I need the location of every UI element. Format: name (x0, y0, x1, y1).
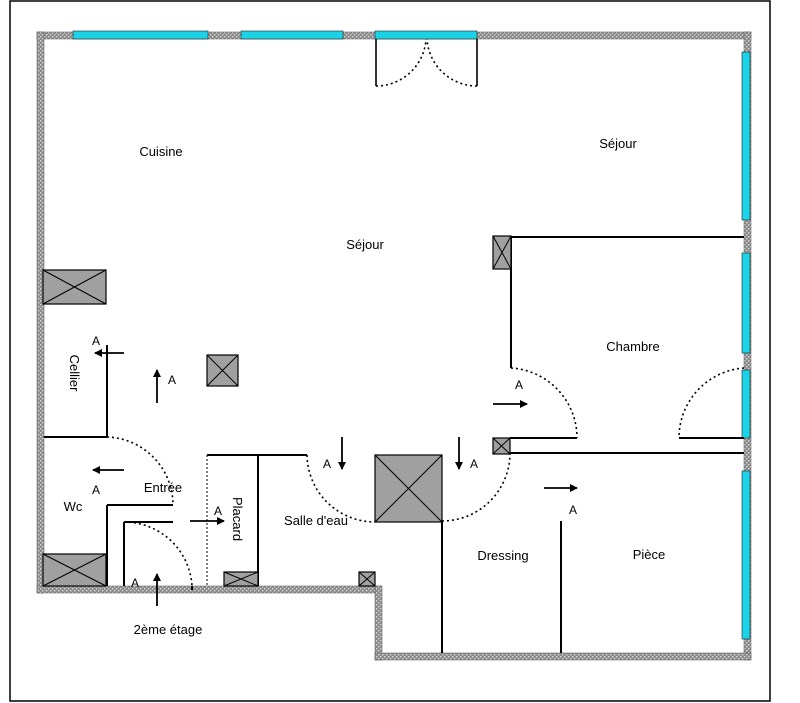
room-label-sejour-center: Séjour (346, 237, 384, 252)
window-right-3 (741, 369, 751, 439)
page-frame (9, 0, 771, 702)
window-top-1 (72, 30, 209, 40)
room-label-salle-eau: Salle d'eau (284, 513, 348, 528)
duct-salle-eau (374, 454, 443, 523)
room-label-entree: Entrée (144, 480, 182, 495)
room-label-piece: Pièce (633, 547, 666, 562)
marker-a-entrance: A (131, 576, 139, 590)
room-label-cuisine: Cuisine (139, 144, 182, 159)
marker-a-salle-eau-left: A (323, 457, 331, 471)
a-markers: A A A A A A A A A (92, 334, 577, 590)
room-label-placard: Placard (230, 497, 245, 541)
window-right-1 (741, 51, 751, 221)
window-top-3 (374, 30, 478, 40)
room-label-sejour-top: Séjour (599, 136, 637, 151)
duct-chambre (492, 235, 512, 270)
window-right-2 (741, 252, 751, 354)
window-right-4 (741, 470, 751, 640)
interior-walls (44, 236, 744, 653)
room-labels: Cuisine Séjour Séjour Chambre Cellier Wc… (64, 136, 666, 637)
room-label-wc: Wc (64, 499, 83, 514)
duct-small-right (492, 437, 511, 455)
marker-a-chambre: A (515, 378, 523, 392)
window-top-2 (240, 30, 344, 40)
marker-a-wc: A (92, 483, 100, 497)
floor-label: 2ème étage (134, 622, 203, 637)
arrows (92, 349, 578, 606)
room-label-chambre: Chambre (606, 339, 659, 354)
duct-wc (42, 553, 107, 587)
room-label-dressing: Dressing (477, 548, 528, 563)
room-label-cellier: Cellier (67, 355, 82, 393)
windows (72, 30, 751, 640)
marker-a-cellier: A (92, 334, 100, 348)
duct-small-bottom (358, 571, 376, 587)
marker-a-salle-eau-right: A (470, 457, 478, 471)
marker-a-placard: A (214, 504, 222, 518)
doors (106, 38, 745, 587)
duct-cuisine (42, 269, 107, 305)
marker-a-sejour: A (168, 373, 176, 387)
marker-a-piece: A (569, 503, 577, 517)
duct-placard (223, 571, 259, 587)
ducts (42, 235, 512, 587)
duct-sejour (206, 354, 239, 387)
